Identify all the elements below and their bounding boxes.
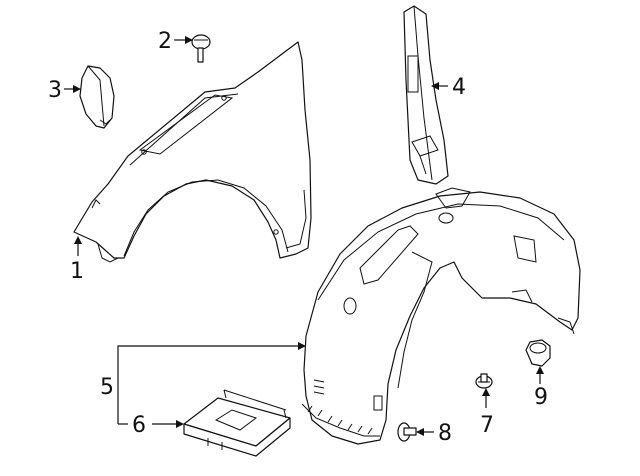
bracket-part	[403, 5, 449, 185]
callout-6: 6	[132, 413, 146, 438]
nut-part	[525, 339, 551, 367]
fender-part	[73, 41, 312, 263]
callout-3: 3	[48, 78, 62, 103]
clip-part-7	[475, 373, 493, 389]
callout-1: 1	[70, 259, 84, 284]
callout-9: 9	[534, 385, 548, 410]
wheel-liner-part	[301, 187, 581, 445]
callout-7: 7	[480, 413, 494, 438]
push-pin-part	[397, 422, 417, 442]
callout-2: 2	[158, 29, 172, 54]
end-cap-part	[79, 65, 115, 129]
bolt-part	[191, 34, 211, 63]
callout-4: 4	[452, 75, 466, 100]
callout-8: 8	[438, 421, 452, 446]
callout-5: 5	[100, 375, 114, 400]
leader-lines	[64, 36, 544, 436]
callout-labels: 1 2 3 4 5 6 7 8 9	[48, 29, 548, 446]
pad-part	[183, 389, 291, 457]
